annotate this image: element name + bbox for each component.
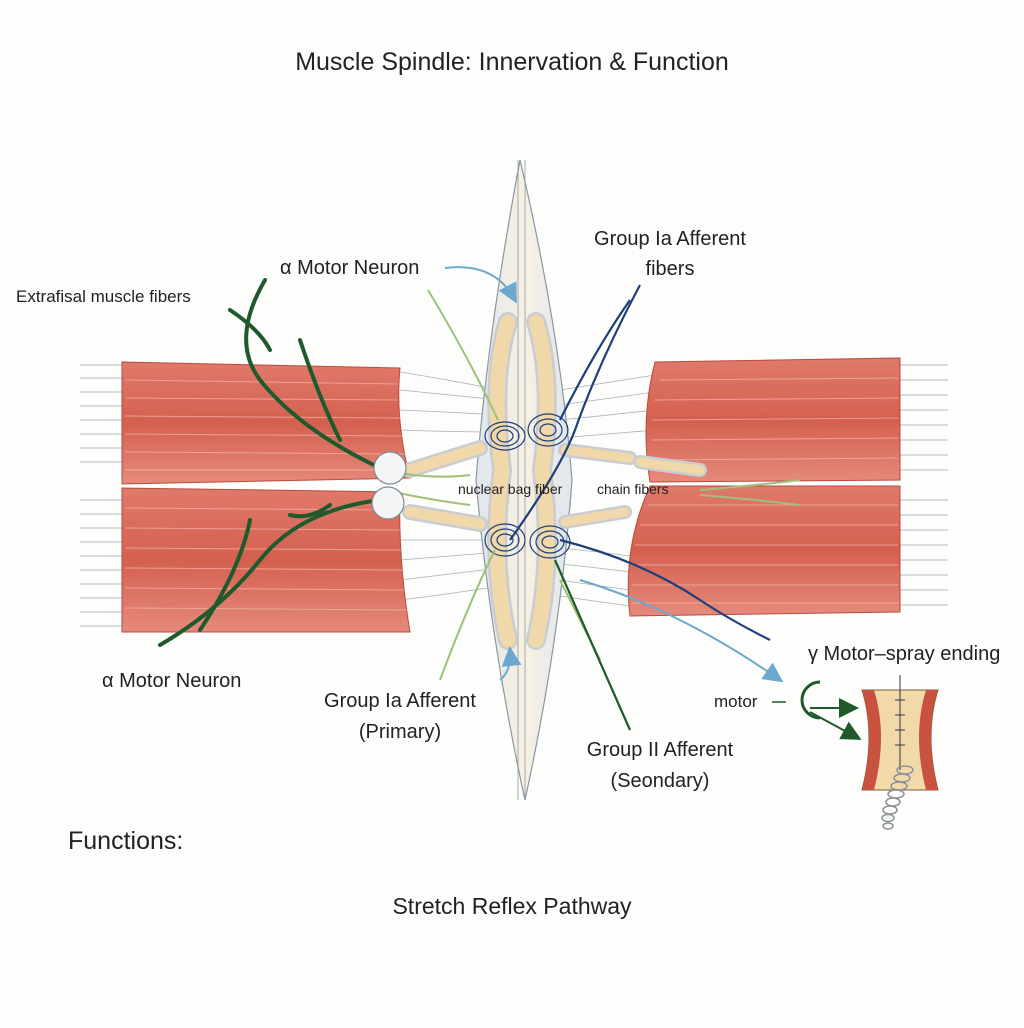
functions-heading: Functions: — [68, 827, 184, 855]
label-extrafusal: Extrafisal muscle fibers — [16, 287, 191, 306]
label-group-ii-line2: (Seondary) — [610, 770, 710, 792]
label-motor: motor — [714, 692, 758, 711]
label-alpha-motor-bottom: α Motor Neuron — [102, 670, 242, 692]
extrafusal-muscle-right-bottom — [627, 485, 901, 617]
label-group-ia-top-line1: Group Ia Afferent — [594, 228, 746, 250]
annulospiral-endings — [484, 413, 571, 559]
intrafusal-fibers — [402, 312, 707, 650]
tendon-lines — [80, 364, 948, 627]
stretch-reflex-label: Stretch Reflex Pathway — [392, 893, 632, 919]
label-nuclear-bag: nuclear bag fiber — [458, 481, 563, 497]
group-ii-afferent — [553, 559, 632, 731]
label-chain-fibers: chain fibers — [597, 481, 669, 497]
gamma-motor-symbol — [772, 680, 862, 740]
group-ia-afferent — [509, 284, 771, 641]
extrafusal-muscle-left-top — [121, 361, 411, 485]
label-arrows — [444, 266, 784, 683]
motor-endplates — [371, 451, 407, 520]
label-group-ia-primary-line2: (Primary) — [358, 721, 442, 743]
label-group-ia-top-line2: fibers — [645, 258, 695, 280]
label-group-ii-line1: Group II Afferent — [586, 739, 734, 761]
label-gamma-motor: γ Motor–spray ending — [808, 643, 1001, 665]
label-alpha-motor-top: α Motor Neuron — [280, 257, 420, 279]
extrafusal-muscle-left-bottom — [121, 487, 411, 633]
diagram-title: Muscle Spindle: Innervation & Function — [295, 48, 729, 76]
spray-ending-inset — [861, 675, 939, 830]
alpha-motor-neurons — [158, 278, 382, 647]
extrafusal-muscle-right-top — [645, 357, 901, 483]
label-group-ia-primary-line1: Group Ia Afferent — [324, 690, 476, 712]
gamma-fibers — [383, 289, 801, 681]
